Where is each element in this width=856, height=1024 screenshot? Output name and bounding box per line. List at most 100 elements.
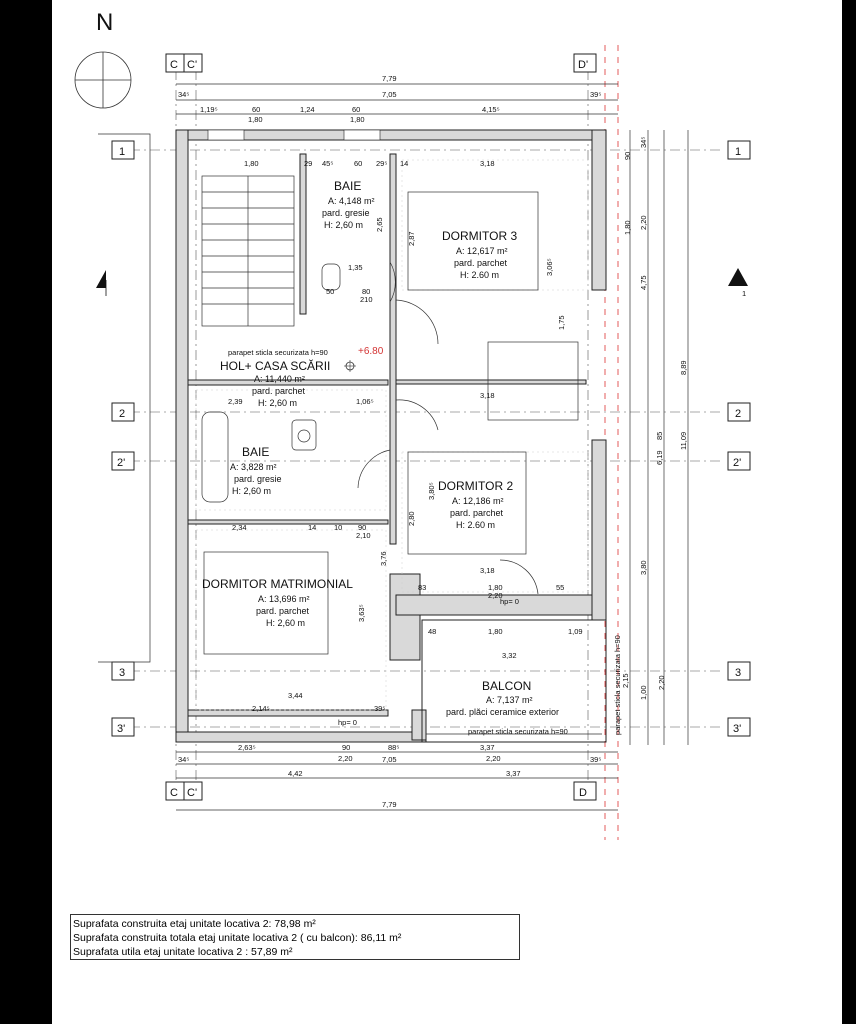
dim-int-2: 45⁵ bbox=[322, 159, 333, 168]
room-floor: pard. parchet bbox=[454, 258, 508, 268]
elevation-target-icon bbox=[344, 360, 356, 372]
dim-bottom2-0: 2,20 bbox=[338, 754, 353, 763]
dim-int-8: 1,06⁵ bbox=[356, 397, 374, 406]
staircase: parapet sticla securizata h=90 bbox=[201, 175, 328, 357]
hp-note-d2: hp= 0 bbox=[500, 597, 519, 606]
dim-int-0: 1,80 bbox=[244, 159, 259, 168]
room-area: A: 7,137 m² bbox=[486, 695, 533, 705]
dim-int-34: 2,87 bbox=[407, 231, 416, 246]
floor-hatch bbox=[195, 159, 589, 711]
summary-line-constructed: Suprafata construita etaj unitate locati… bbox=[73, 918, 316, 930]
room-height: H: 2,60 m bbox=[324, 220, 363, 230]
room-area: A: 12,617 m² bbox=[456, 246, 508, 256]
dim-int-31: 2,65 bbox=[375, 217, 384, 232]
dim-bottom-right: 39⁵ bbox=[590, 755, 601, 764]
drawing-sheet: N C C' D' C C' D bbox=[52, 0, 842, 1024]
room-height: H: 2,60 m bbox=[258, 398, 297, 408]
axis-markers-left: 1 2 2' 3 3' bbox=[111, 140, 135, 737]
axis-right-2-prime: 2' bbox=[733, 457, 741, 469]
axis-right-2: 2 bbox=[735, 408, 741, 420]
elevation-mark: +6.80 bbox=[358, 346, 384, 357]
dim-bottom-total: 7,79 bbox=[382, 800, 397, 809]
dim-int-16: 1,80 bbox=[488, 583, 503, 592]
room-name: DORMITOR 3 bbox=[442, 229, 517, 243]
room-height: H: 2,60 m bbox=[232, 486, 271, 496]
dim-bottom-split-0: 4,42 bbox=[288, 769, 303, 778]
summary-line-total: Suprafata construita totala etaj unitate… bbox=[73, 932, 402, 944]
dim-int-25: 3,44 bbox=[288, 691, 303, 700]
axis-left-3-prime: 3' bbox=[117, 723, 125, 735]
dim-bottom-0: 2,63⁵ bbox=[238, 743, 256, 752]
dim-right-3: 4,75 bbox=[639, 275, 648, 290]
room-floor: pard. parchet bbox=[252, 386, 306, 396]
room-height: H: 2.60 m bbox=[456, 520, 495, 530]
room-balcon: BALCON A: 7,137 m² pard. plăci ceramice … bbox=[446, 679, 559, 717]
dim-bottom-1: 90 bbox=[342, 743, 350, 752]
room-floor: pard. parchet bbox=[450, 508, 504, 518]
dim-int-32: 3,63⁵ bbox=[357, 604, 366, 622]
room-name: BALCON bbox=[482, 679, 531, 693]
section-marker-label: 1 bbox=[742, 289, 746, 298]
dim-top-row-4: 4,15⁵ bbox=[482, 105, 500, 114]
stair-parapet-note: parapet sticla securizata h=90 bbox=[228, 348, 328, 357]
stair-bracket bbox=[98, 133, 151, 663]
dim-bottom2-1: 2,20 bbox=[486, 754, 501, 763]
hp-note-bottom: hp= 0 bbox=[338, 718, 357, 727]
room-name: HOL+ CASA SCĂRII bbox=[220, 358, 330, 373]
axis-left-3: 3 bbox=[119, 667, 125, 679]
dim-bottom-2: 88⁵ bbox=[388, 743, 399, 752]
room-area: A: 3,828 m² bbox=[230, 462, 277, 472]
axis-left-2: 2 bbox=[119, 408, 125, 420]
dimensions-bottom: 2,63⁵ 90 88⁵ 3,37 2,20 2,20 34⁵ 7,05 39⁵… bbox=[176, 743, 618, 811]
dim-bottom-split-1: 3,37 bbox=[506, 769, 521, 778]
north-arrow-icon bbox=[74, 51, 132, 109]
room-matrimonial: DORMITOR MATRIMONIAL A: 13,696 m² pard. … bbox=[202, 577, 353, 628]
dim-right-5: 2,20 bbox=[639, 215, 648, 230]
walls bbox=[175, 129, 607, 743]
dim-int-5: 14 bbox=[400, 159, 408, 168]
dim-int-6: 3,18 bbox=[480, 159, 495, 168]
room-area: A: 13,696 m² bbox=[258, 594, 310, 604]
axis-top-c: C bbox=[170, 59, 178, 71]
dim-right-4: 3,80 bbox=[639, 560, 648, 575]
room-floor: pard. plăci ceramice exterior bbox=[446, 707, 559, 717]
axis-left-2-prime: 2' bbox=[117, 457, 125, 469]
dim-top-row2-0: 1,80 bbox=[248, 115, 263, 124]
dim-int-33: 3,76 bbox=[379, 551, 388, 566]
dim-top-row-2: 1,24 bbox=[300, 105, 315, 114]
dim-int-37: 3,80⁵ bbox=[427, 482, 436, 500]
dim-int-9: 3,18 bbox=[480, 391, 495, 400]
section-marker-left bbox=[96, 270, 107, 296]
axis-bottom-d: D bbox=[579, 787, 587, 799]
balcony-parapet: parapet sticla securizata h=90 bbox=[468, 727, 568, 736]
room-area: A: 11,440 m² bbox=[254, 374, 305, 384]
dim-bottom-inner: 7,05 bbox=[382, 755, 397, 764]
axis-right-3: 3 bbox=[735, 667, 741, 679]
axis-bottom-c: C bbox=[170, 787, 178, 799]
dim-int-3: 60 bbox=[354, 159, 362, 168]
dim-top-row2-1: 1,80 bbox=[350, 115, 365, 124]
bath-fixtures bbox=[201, 263, 341, 503]
room-hol: HOL+ CASA SCĂRII A: 11,440 m² pard. parc… bbox=[220, 358, 330, 408]
axis-left-1: 1 bbox=[119, 146, 125, 158]
dim-int-18: 83 bbox=[418, 583, 426, 592]
room-dormitor-2: DORMITOR 2 A: 12,186 m² pard. parchet H:… bbox=[438, 479, 513, 530]
dim-int-29: 80 bbox=[362, 287, 370, 296]
dim-int-19: 55 bbox=[556, 583, 564, 592]
dim-top-row-0: 1,19⁵ bbox=[200, 105, 218, 114]
dim-right-6: 1,00 bbox=[639, 685, 648, 700]
balcony: parapet sticla securizata h=90 bbox=[421, 619, 607, 743]
axis-top-c-prime: C' bbox=[187, 59, 197, 71]
dim-int-12: 10 bbox=[334, 523, 342, 532]
dim-int-17: 2,20 bbox=[488, 591, 503, 600]
dim-int-28: 50 bbox=[326, 287, 334, 296]
room-name: BAIE bbox=[334, 179, 361, 193]
dim-bottom-3: 3,37 bbox=[480, 743, 495, 752]
dim-right-2: 6,19 bbox=[655, 450, 664, 465]
dim-int-1: 29 bbox=[304, 159, 312, 168]
doors bbox=[357, 261, 539, 595]
room-floor: pard. gresie bbox=[322, 208, 370, 218]
dim-int-13: 90 bbox=[358, 523, 366, 532]
dim-int-7: 2,39 bbox=[228, 397, 243, 406]
axis-top-d-prime: D' bbox=[578, 59, 588, 71]
